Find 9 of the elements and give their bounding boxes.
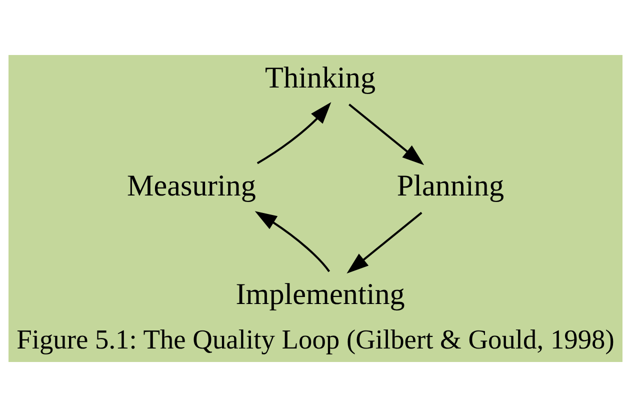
arrow [256,102,332,164]
node-text: Planning [396,168,504,202]
node-text: Implementing [236,276,405,310]
arrow [254,210,330,272]
node-text: Thinking [265,60,376,94]
arrow [348,103,424,165]
caption: Figure 5.1: The Quality Loop (Gilbert & Gould, 1998) [16,324,614,354]
node-text: Measuring [127,168,256,202]
arrow [346,211,422,273]
